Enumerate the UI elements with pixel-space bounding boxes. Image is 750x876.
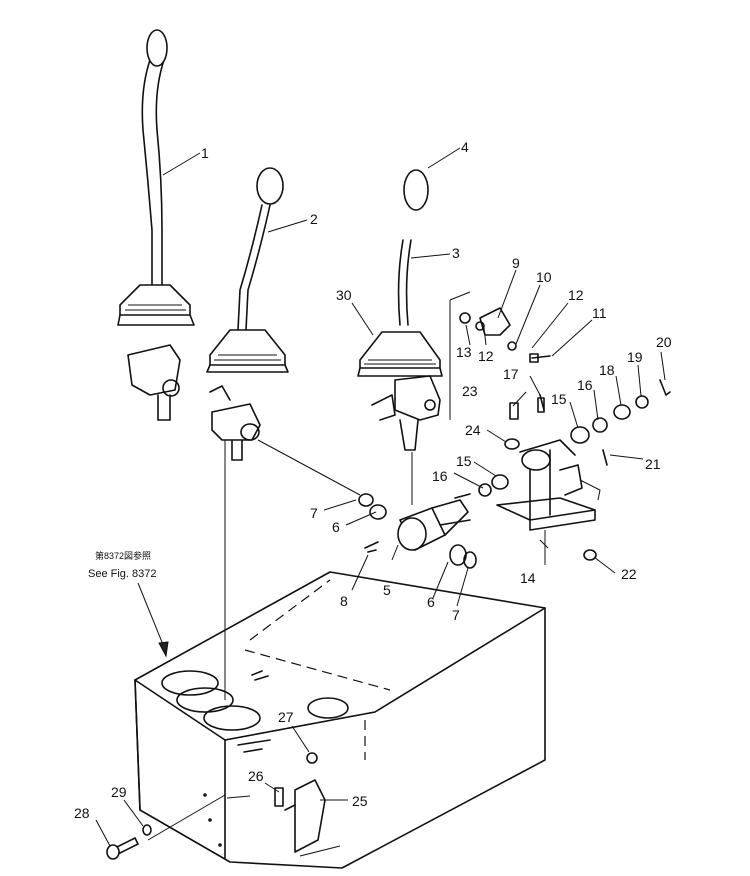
- callout-11: 11: [592, 305, 607, 321]
- callout-4: 4: [461, 139, 469, 155]
- callout-9: 9: [512, 255, 520, 271]
- lever-1: [117, 29, 195, 421]
- callout-25: 25: [352, 793, 368, 809]
- callout-16-right: 16: [577, 377, 593, 393]
- callout-16-left: 16: [432, 468, 448, 484]
- console-box: [134, 571, 546, 869]
- callout-7-upper: 7: [310, 505, 318, 521]
- callout-3: 3: [452, 245, 460, 261]
- shaft-5: [358, 493, 477, 569]
- callout-15-right: 15: [551, 391, 567, 407]
- reference-note-en: See Fig. 8372: [88, 568, 157, 580]
- callout-5: 5: [383, 582, 391, 598]
- callout-2: 2: [310, 211, 318, 227]
- callout-14: 14: [520, 570, 536, 586]
- callout-7-lower: 7: [452, 607, 460, 623]
- callout-12-left: 12: [478, 348, 494, 364]
- callout-12-right: 12: [568, 287, 584, 303]
- lever-2: [206, 167, 289, 461]
- callout-15-left: 15: [456, 453, 472, 469]
- bracket-9: [459, 307, 551, 363]
- callout-19: 19: [627, 349, 643, 365]
- callout-26: 26: [248, 768, 264, 784]
- reference-note-jp: 第8372図参照: [95, 550, 151, 561]
- callout-29: 29: [111, 784, 127, 800]
- bolt-28: [106, 824, 152, 860]
- callout-labels: 1 2 3 4 5 6 6 7 7 8 9 10 11 12 12 13 14 …: [74, 139, 672, 821]
- callout-21: 21: [645, 456, 661, 472]
- callout-10: 10: [536, 269, 552, 285]
- callout-1: 1: [201, 145, 209, 161]
- callout-13: 13: [456, 344, 472, 360]
- leader-lines: [95, 147, 666, 847]
- bracket-25: [274, 752, 326, 853]
- callout-20: 20: [656, 334, 672, 350]
- callout-8: 8: [340, 593, 348, 609]
- callout-28: 28: [74, 805, 90, 821]
- callout-24: 24: [465, 422, 481, 438]
- callout-6-lower: 6: [427, 594, 435, 610]
- callout-18: 18: [599, 362, 615, 378]
- lever-3: [357, 169, 443, 451]
- bracket-14: [478, 379, 671, 561]
- callout-30: 30: [336, 287, 352, 303]
- callout-17: 17: [503, 366, 519, 382]
- callout-27: 27: [278, 709, 294, 725]
- callout-22: 22: [621, 566, 637, 582]
- callout-23: 23: [462, 383, 478, 399]
- callout-6-upper: 6: [332, 519, 340, 535]
